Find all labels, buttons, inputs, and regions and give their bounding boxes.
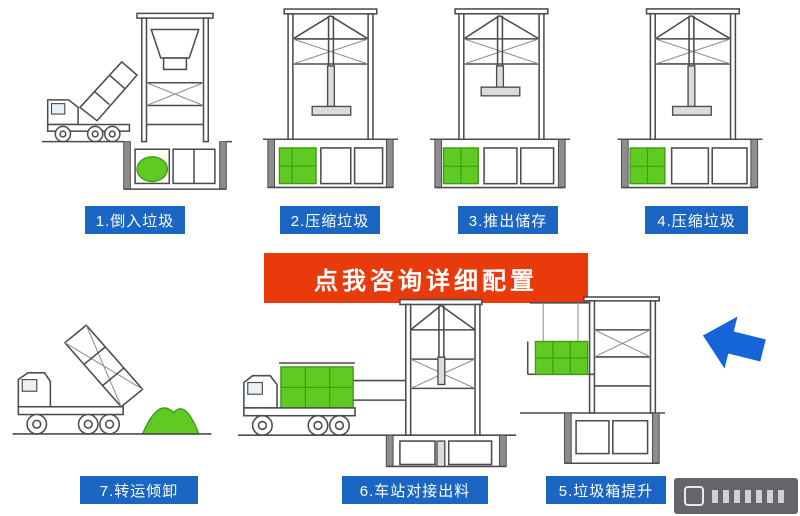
lifted-container xyxy=(534,340,589,376)
lift-tower xyxy=(526,296,660,414)
watermark-marks xyxy=(712,489,788,503)
diagram-step-6-docking xyxy=(238,298,516,470)
tower xyxy=(645,8,741,141)
diagram-compress-svg xyxy=(263,8,398,189)
docking-chute xyxy=(353,379,406,401)
diagram-pushout-svg xyxy=(430,8,570,189)
diagram-step-2-compress xyxy=(263,6,398,204)
diagram-step-4-compress xyxy=(616,6,764,204)
garbage-mound xyxy=(141,407,200,435)
diagram-docking-svg xyxy=(238,298,516,468)
diagram-step-5-lift xyxy=(520,296,665,472)
diagram-step-7-transfer-dump xyxy=(12,300,212,465)
press-head xyxy=(671,105,712,116)
step-2-label: 2.压缩垃圾 xyxy=(280,206,380,234)
press-ram xyxy=(495,65,505,88)
press-ram xyxy=(687,65,696,108)
step-5-label: 5.垃圾箱提升 xyxy=(546,476,666,504)
pit xyxy=(430,138,570,189)
tipper-truck xyxy=(46,60,139,143)
diagram-lift-svg xyxy=(520,296,665,465)
tower xyxy=(136,12,214,143)
diagram-transfer-svg xyxy=(12,324,212,435)
step-3-label: 3.推出储存 xyxy=(458,206,558,234)
press-head xyxy=(480,86,521,97)
pit xyxy=(42,140,232,190)
press-ram xyxy=(326,65,336,108)
diagram-step-3-pushout xyxy=(430,6,570,204)
left-arrow-icon xyxy=(702,316,766,369)
tower xyxy=(454,8,549,141)
diagram-compress2-svg xyxy=(617,8,763,189)
step-4-label: 4.压缩垃圾 xyxy=(645,206,748,234)
diagram-step-1-dump xyxy=(42,8,232,204)
pit xyxy=(238,434,516,468)
tipped-bed xyxy=(78,60,139,122)
cta-banner[interactable]: 点我咨询详细配置 xyxy=(264,253,588,303)
step-6-label: 6.车站对接出料 xyxy=(342,476,488,504)
hopper xyxy=(150,28,200,59)
garbage-pile xyxy=(136,156,169,183)
step-1-label: 1.倒入垃圾 xyxy=(85,206,185,234)
step-7-label: 7.转运倾卸 xyxy=(80,476,198,504)
pit xyxy=(520,412,665,465)
diagram-dump-svg xyxy=(42,12,232,190)
container-truck xyxy=(243,362,356,436)
tipper-truck xyxy=(17,324,144,435)
flow-direction-arrow xyxy=(694,307,772,379)
watermark xyxy=(674,478,798,514)
pit xyxy=(263,138,398,189)
tower xyxy=(283,8,378,141)
press-head xyxy=(311,105,352,116)
station-tower xyxy=(399,298,483,436)
pit xyxy=(617,138,763,189)
watermark-logo-icon xyxy=(684,486,704,506)
